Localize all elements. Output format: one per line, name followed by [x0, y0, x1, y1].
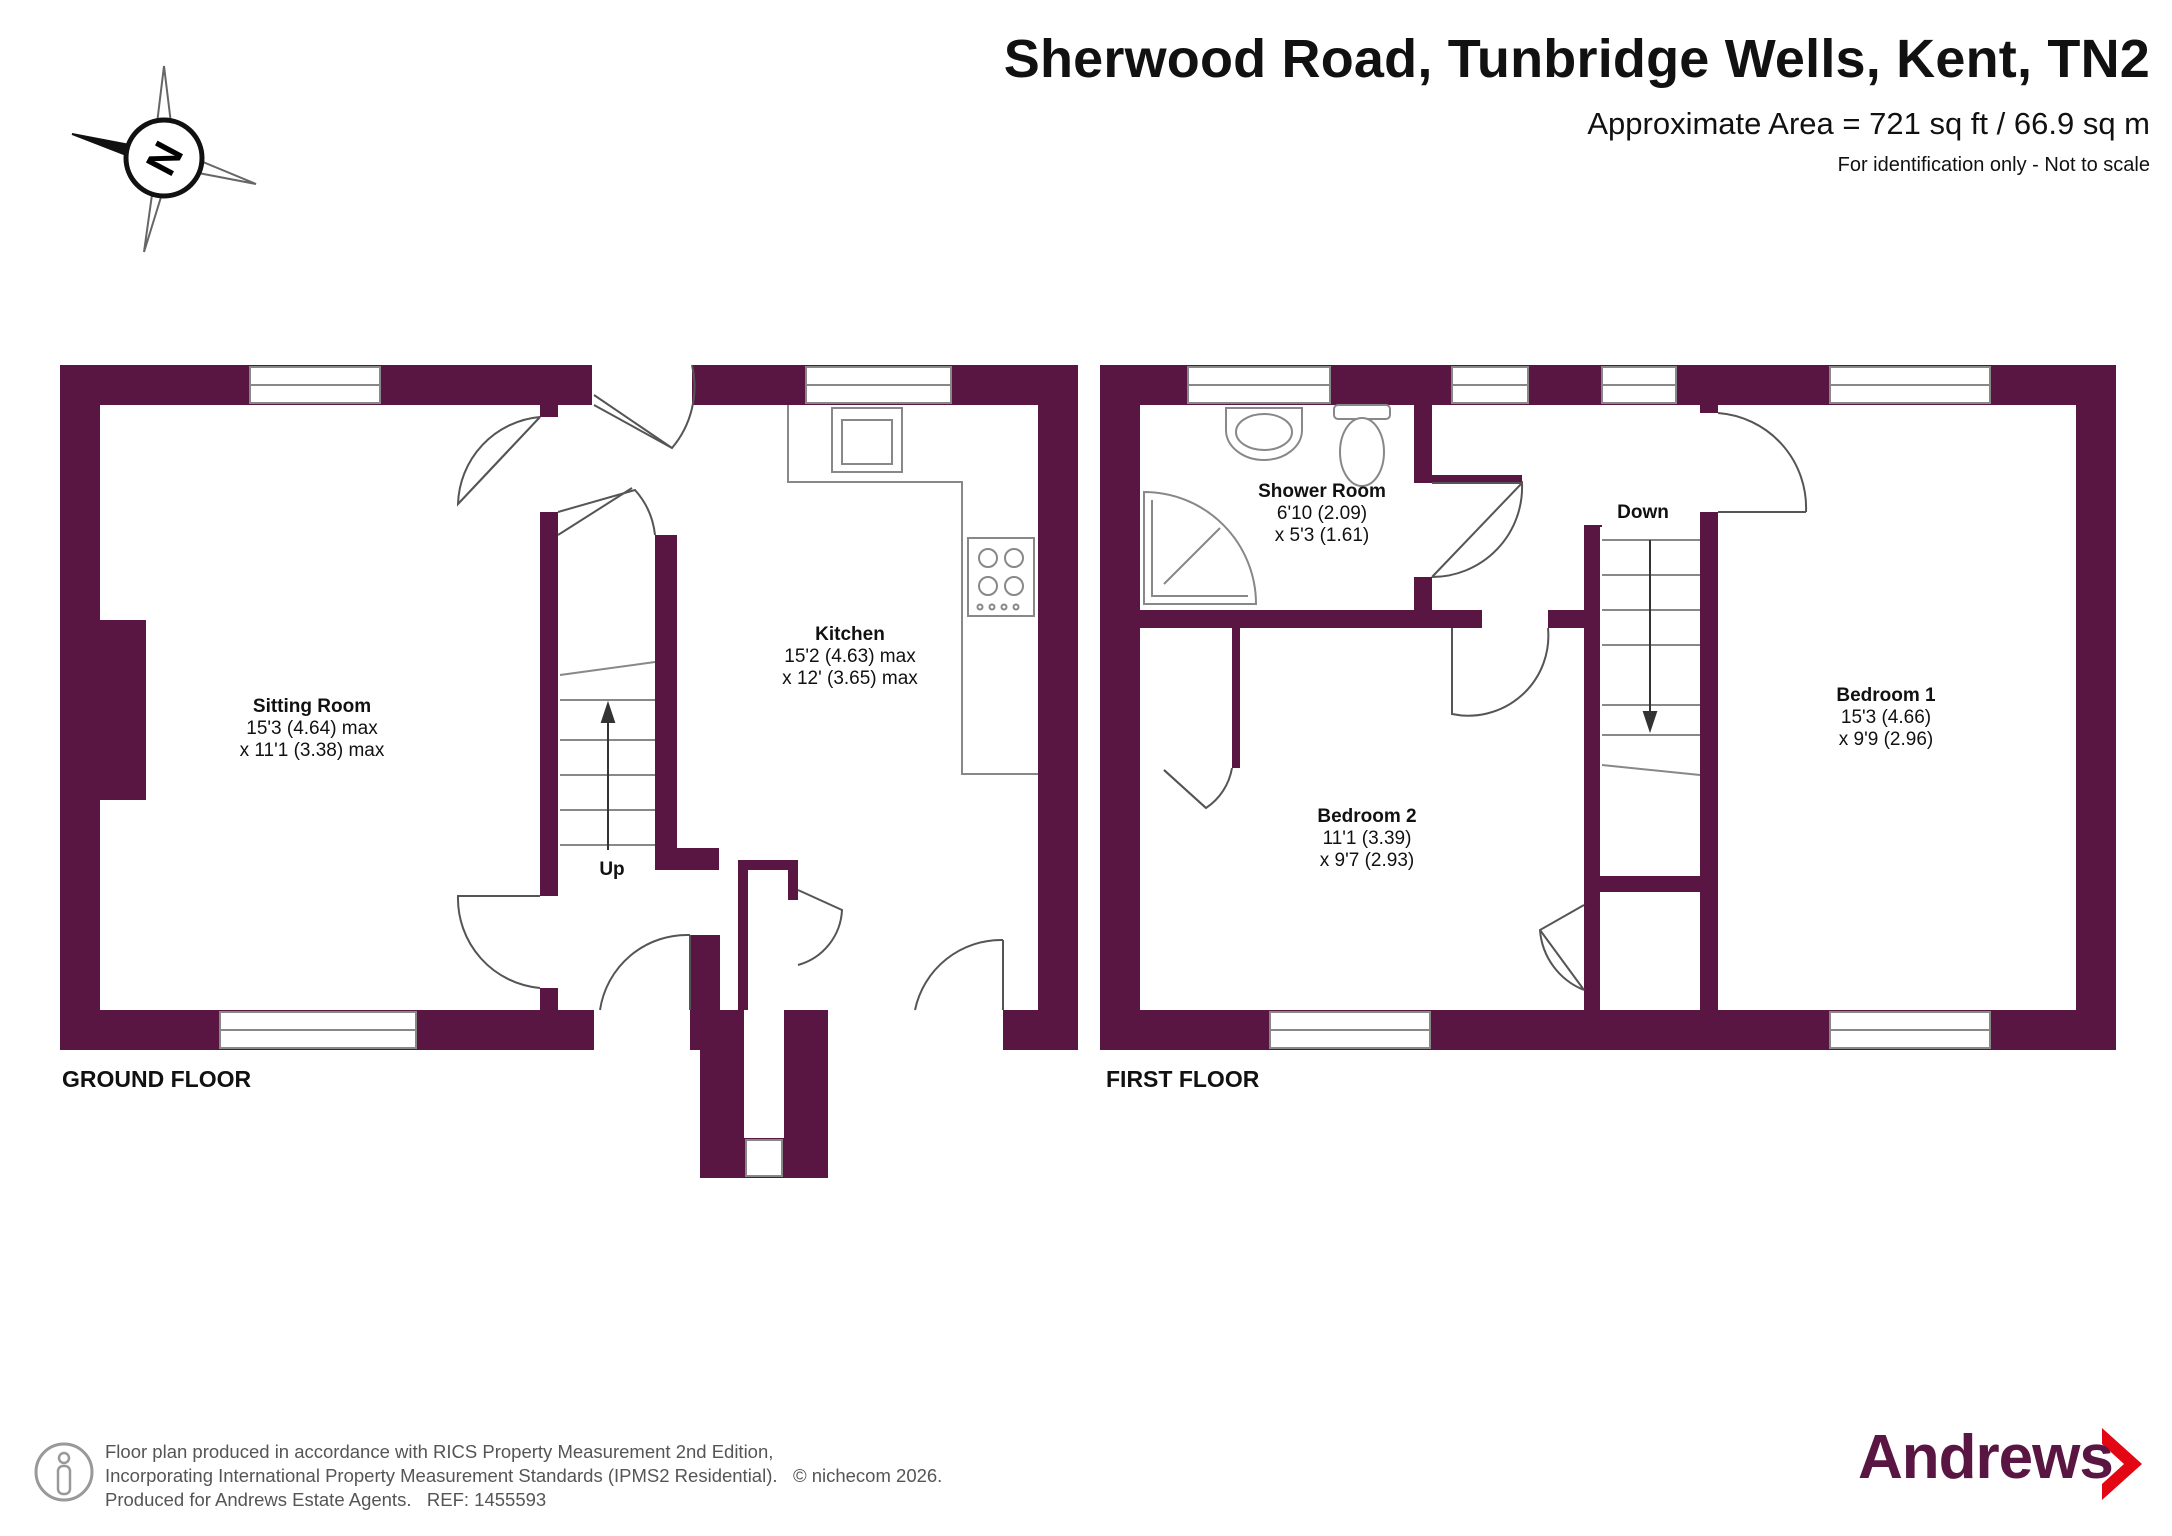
wall: [2076, 365, 2116, 1050]
wall: [1414, 405, 1432, 475]
door-swing: [797, 889, 844, 966]
toilet-cistern-icon: [1333, 404, 1391, 420]
wall: [1003, 1010, 1078, 1050]
kitchen-worktops: [787, 405, 1038, 775]
wall: [540, 405, 558, 417]
footer-copyright: © nichecom 2026.: [792, 1465, 943, 1486]
door-swing: [914, 938, 1004, 1011]
wall: [540, 512, 558, 896]
room-shower-room-dim1: 6'10 (2.09): [1277, 503, 1367, 524]
room-sitting-room-dim1: 15'3 (4.64) max: [246, 718, 378, 739]
wall: [1600, 876, 1700, 892]
stairs-down-label: Down: [1617, 502, 1669, 523]
door-swing: [1431, 480, 1524, 579]
wall: [655, 848, 719, 870]
wall: [1414, 577, 1432, 627]
wall: [1100, 365, 1140, 1050]
andrews-chevron-icon: [2102, 1428, 2142, 1500]
ground-floor-plan: [60, 365, 1078, 1178]
room-kitchen-name: Kitchen: [815, 624, 885, 645]
room-kitchen-dim1: 15'2 (4.63) max: [784, 646, 916, 667]
wall: [788, 860, 798, 900]
wall: [1414, 475, 1522, 483]
footer-line-1: Floor plan produced in accordance with R…: [105, 1441, 774, 1462]
door-swing: [456, 416, 541, 507]
door-swing: [1163, 767, 1233, 810]
wall: [690, 935, 720, 1015]
window: [745, 1139, 783, 1177]
wall: [1600, 525, 1602, 527]
first-floor-plan: [1100, 365, 2116, 1050]
door-swing: [599, 933, 691, 1011]
room-sitting-room-dim2: x 11'1 (3.38) max: [240, 740, 385, 761]
room-shower-room-dim2: x 5'3 (1.61): [1275, 525, 1369, 546]
door-swing: [1717, 412, 1808, 513]
room-kitchen-dim2: x 12' (3.65) max: [782, 668, 918, 689]
door-swing: [593, 364, 696, 450]
room-shower-room-name: Shower Room: [1258, 481, 1386, 502]
room-bedroom-2-name: Bedroom 2: [1317, 806, 1416, 827]
scale-note: For identification only - Not to scale: [1837, 154, 2150, 176]
footer-disclaimer: Floor plan produced in accordance with R…: [105, 1440, 942, 1512]
wall: [1232, 628, 1240, 768]
wall: [1452, 610, 1482, 628]
wall: [1700, 405, 1718, 413]
room-sitting-room-name: Sitting Room: [253, 696, 371, 717]
room-bedroom-2-dim1: 11'1 (3.39): [1323, 828, 1412, 849]
wall: [1584, 610, 1600, 1010]
wall: [738, 860, 798, 870]
ground-floor-label: GROUND FLOOR: [62, 1066, 252, 1092]
basin-icon: [1225, 407, 1303, 461]
first-doors: [1163, 412, 1808, 991]
door-swing: [1538, 904, 1585, 991]
wall: [1584, 525, 1600, 610]
wall: [655, 535, 677, 867]
wall: [1038, 365, 1078, 1050]
person-icon: [34, 1442, 94, 1502]
door-swing: [456, 895, 541, 989]
stairs-down: [1601, 539, 1701, 776]
wall: [1700, 512, 1718, 1010]
room-bedroom-1-dim2: x 9'9 (2.96): [1839, 729, 1933, 750]
stairs-up-label: Up: [599, 859, 624, 880]
hob-icon: [967, 537, 1035, 617]
shower-room-fittings: [1143, 404, 1391, 605]
door-swing: [1451, 627, 1550, 717]
stairs-up: [559, 661, 656, 850]
andrews-logo: Andrews: [1858, 1423, 2114, 1492]
room-bedroom-1-name: Bedroom 1: [1836, 685, 1936, 706]
ground-windows: [219, 366, 952, 1177]
approximate-area: Approximate Area = 721 sq ft / 66.9 sq m: [1587, 106, 2150, 141]
wall: [60, 365, 100, 1050]
room-bedroom-2-dim2: x 9'7 (2.93): [1320, 850, 1414, 871]
compass-icon: N: [71, 65, 257, 253]
property-title: Sherwood Road, Tunbridge Wells, Kent, TN…: [1003, 29, 2150, 89]
sink-icon: [831, 407, 903, 473]
stairs-down-arrow-icon: [1642, 711, 1658, 734]
first-floor-label: FIRST FLOOR: [1106, 1066, 1260, 1092]
toilet-icon: [1339, 417, 1385, 487]
footer-line-2: Incorporating International Property Mea…: [105, 1465, 778, 1486]
door-swing: [557, 488, 656, 536]
footer-line-3: Produced for Andrews Estate Agents.: [105, 1489, 412, 1510]
wall: [738, 860, 748, 1010]
stairs-up-arrow-icon: [600, 700, 616, 723]
room-bedroom-1-dim1: 15'3 (4.66): [1841, 707, 1931, 728]
footer-ref: REF: 1455593: [426, 1489, 547, 1510]
wall: [1140, 610, 1452, 628]
chimney-breast: [100, 620, 146, 800]
ground-doors: [456, 364, 1004, 1011]
wall: [540, 988, 558, 1010]
